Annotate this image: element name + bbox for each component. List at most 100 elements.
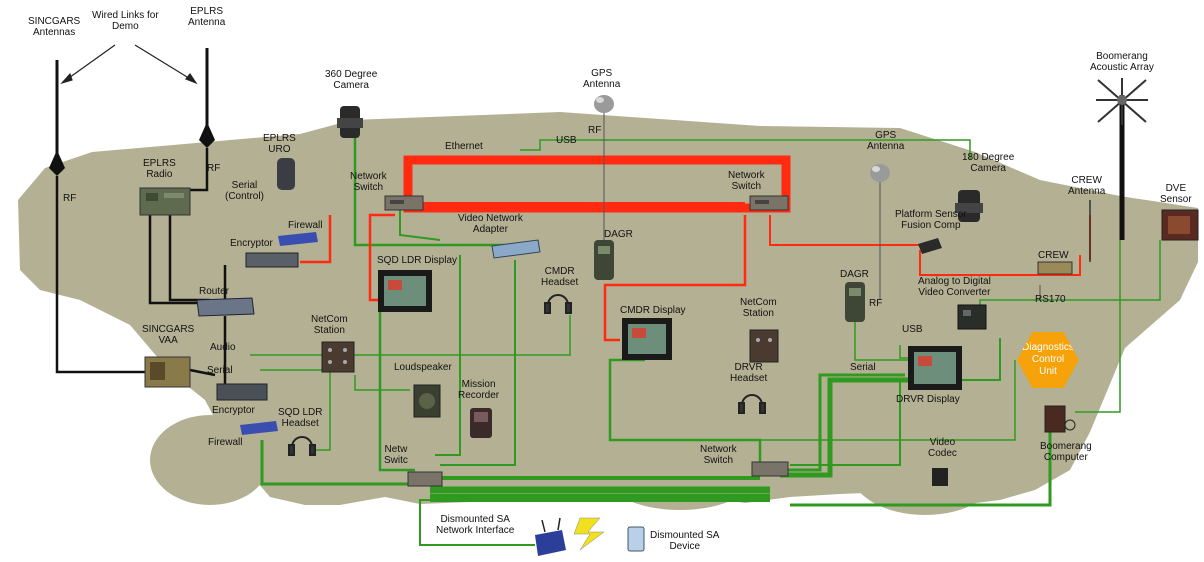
label-eplrs-radio: EPLRS Radio (143, 158, 176, 180)
analog-digital-converter (957, 304, 987, 330)
dve-sensor (1161, 209, 1199, 241)
label-boomerang-array: Boomerang Acoustic Array (1090, 51, 1154, 73)
router (196, 297, 255, 317)
label-rf-dagr: RF (869, 298, 883, 309)
label-video-network-adapter: Video Network Adapter (458, 213, 523, 235)
label-sincgars-vaa: SINCGARS VAA (142, 324, 195, 346)
diagnostics-control-unit: Diagnostics Control Unit (1017, 332, 1079, 388)
wired-links-arrows (60, 44, 198, 85)
label-sqd-ldr-headset: SQD LDR Headset (278, 407, 323, 429)
eplrs-antenna (199, 48, 215, 148)
network-switch-bottom-left (407, 471, 443, 487)
label-rf-gps: RF (588, 125, 602, 136)
label-serial-right: Serial (850, 362, 876, 373)
label-video-codec: Video Codec (928, 437, 957, 459)
label-encryptor-top: Encryptor (230, 238, 273, 249)
netcom-station-right (749, 329, 779, 363)
label-loudspeaker: Loudspeaker (394, 362, 452, 373)
label-diagnostics: Diagnostics Control Unit (1022, 342, 1074, 377)
drvr-display (908, 346, 962, 390)
label-dismounted-interface: Dismounted SA Network Interface (436, 514, 515, 536)
camera-360 (337, 106, 363, 138)
label-rf-radio: RF (207, 163, 221, 174)
label-eplrs-uro: EPLRS URO (263, 133, 296, 155)
label-dagr-center: DAGR (604, 229, 633, 240)
dismounted-sa-network-interface (535, 517, 566, 556)
netcom-station-left (321, 341, 355, 373)
label-usb-right: USB (902, 324, 923, 335)
label-netcom-station-left: NetCom Station (311, 314, 348, 336)
encryptor-top (245, 252, 299, 268)
label-network-switch-tr: Network Switch (728, 170, 765, 192)
network-links (250, 137, 1161, 546)
label-network-switch-br: Network Switch (700, 444, 737, 466)
platform-sensor-fusion-comp (918, 238, 942, 254)
label-gps-antenna-1: GPS Antenna (583, 68, 621, 90)
sincgars-vaa (144, 356, 191, 388)
network-switch-top-left (384, 195, 424, 211)
label-eplrs-antenna: EPLRS Antenna (188, 6, 226, 28)
label-network-switch-bl: Netw Switc (384, 444, 408, 466)
serial-links (55, 148, 227, 388)
cmdr-display (622, 318, 672, 360)
label-rs170: RS170 (1035, 294, 1066, 305)
camera-180 (955, 190, 983, 222)
gps-antenna-center (594, 95, 614, 113)
label-dagr-right: DAGR (840, 269, 869, 280)
firewall-bottom (240, 421, 278, 435)
gps-antenna-right (870, 164, 890, 182)
label-serial-vaa: Serial (207, 365, 233, 376)
mission-recorder (470, 408, 492, 438)
label-boomerang-computer: Boomerang Computer (1040, 441, 1092, 463)
label-rf-left: RF (63, 193, 77, 204)
label-cmdr-display: CMDR Display (620, 305, 686, 316)
label-dve-sensor: DVE Sensor (1160, 183, 1192, 205)
wireless-link-icon (573, 517, 605, 551)
label-ethernet: Ethernet (445, 141, 483, 152)
label-gps-antenna-2: GPS Antenna (867, 130, 905, 152)
sqd-ldr-headset (288, 436, 316, 456)
label-encryptor-bottom: Encryptor (212, 405, 255, 416)
label-router: Router (199, 286, 230, 297)
firewall-top (278, 232, 318, 246)
label-platform-sensor: Platform Sensor Fusion Comp (895, 209, 967, 231)
label-crew-antenna: CREW Antenna (1068, 175, 1106, 197)
encryptor-bottom (216, 383, 268, 401)
label-mission-recorder: Mission Recorder (458, 379, 500, 401)
dismounted-sa-device (627, 526, 645, 552)
label-network-switch-tl: Network Switch (350, 171, 387, 193)
label-sincgars-antennas: SINCGARS Antennas (28, 16, 81, 38)
label-audio: Audio (210, 342, 236, 353)
eplrs-radio (139, 187, 191, 216)
sqd-ldr-display (378, 270, 432, 312)
boomerang-acoustic-array (1096, 78, 1148, 240)
boomerang-computer (1044, 405, 1076, 433)
label-camera-360: 360 Degree Camera (325, 69, 378, 91)
ethernet-links (300, 155, 1091, 342)
dagr-right (845, 282, 865, 322)
video-codec (932, 468, 948, 486)
dagr-center (594, 240, 614, 280)
label-analog-digital: Analog to Digital Video Converter (918, 276, 991, 298)
label-camera-180: 180 Degree Camera (962, 152, 1015, 174)
label-crew: CREW (1038, 250, 1069, 261)
label-wired-links: Wired Links for Demo (92, 10, 159, 32)
label-firewall-top: Firewall (288, 220, 323, 231)
eplrs-uro (277, 158, 295, 190)
sincgars-antenna (49, 60, 65, 176)
network-switch-top-right (749, 195, 789, 211)
cmdr-headset (544, 294, 572, 314)
label-drvr-headset: DRVR Headset (730, 362, 768, 384)
label-dismounted-device: Dismounted SA Device (650, 530, 720, 552)
network-switch-bottom-right (751, 461, 789, 477)
drvr-headset (738, 394, 766, 414)
label-usb-top: USB (556, 135, 577, 146)
label-netcom-station-right: NetCom Station (740, 297, 777, 319)
label-cmdr-headset: CMDR Headset (541, 266, 579, 288)
video-network-adapter (491, 239, 541, 259)
label-firewall-bottom: Firewall (208, 437, 243, 448)
crew-device (1037, 261, 1073, 275)
label-drvr-display: DRVR Display (896, 394, 960, 405)
